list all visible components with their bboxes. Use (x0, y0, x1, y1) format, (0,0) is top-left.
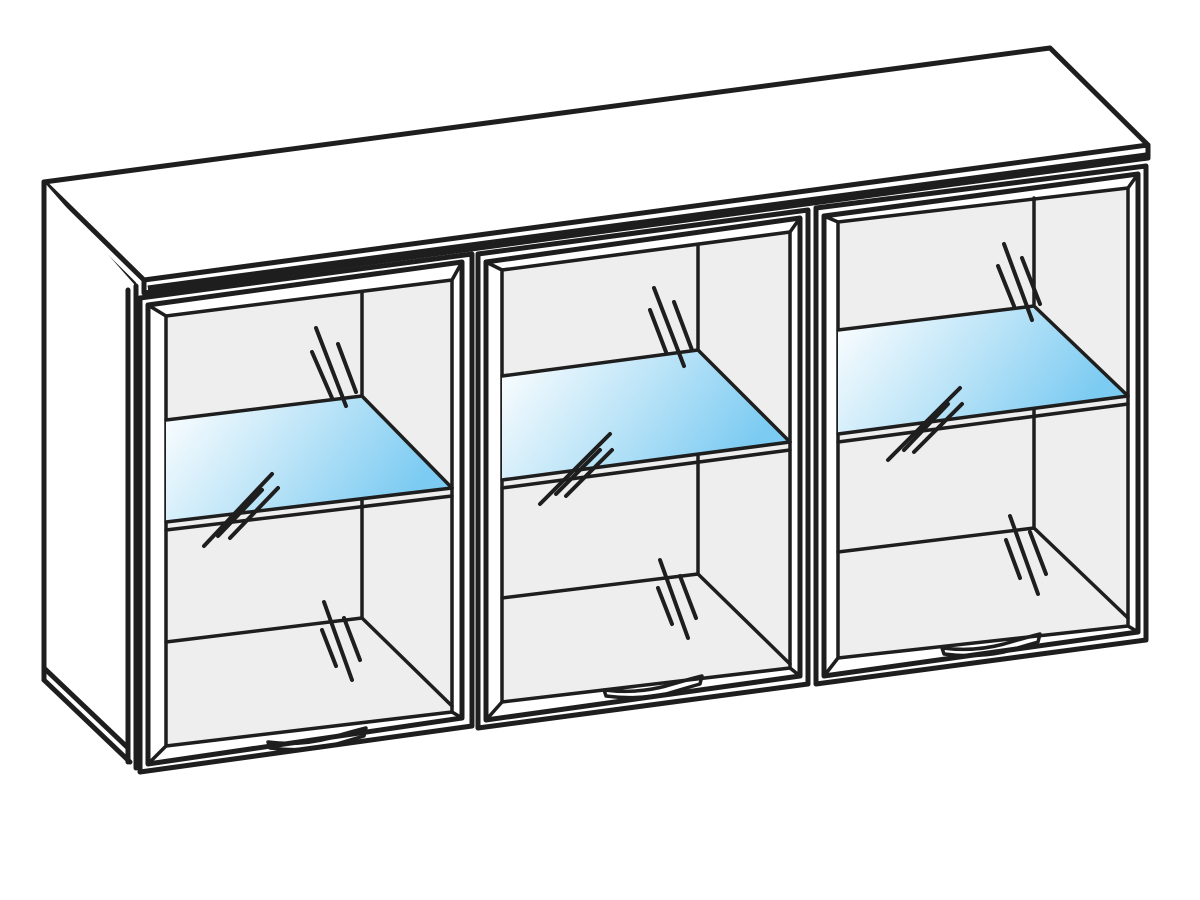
glass-reflection (886, 242, 1048, 596)
glass-shelf (500, 348, 792, 490)
glass-shelf (164, 394, 454, 532)
glass-reflection (202, 326, 362, 682)
glass-shelf (836, 304, 1130, 444)
compartment-right (813, 163, 1149, 687)
door-handle-left[interactable] (266, 726, 368, 752)
cabinet-left-side (41, 179, 139, 771)
glass-reflection (538, 286, 698, 640)
cabinet-top (41, 45, 1151, 296)
compartment-left (137, 251, 475, 775)
door-handle-middle[interactable] (602, 674, 704, 700)
door-handle-right[interactable] (940, 632, 1042, 658)
compartment-middle (475, 207, 811, 731)
